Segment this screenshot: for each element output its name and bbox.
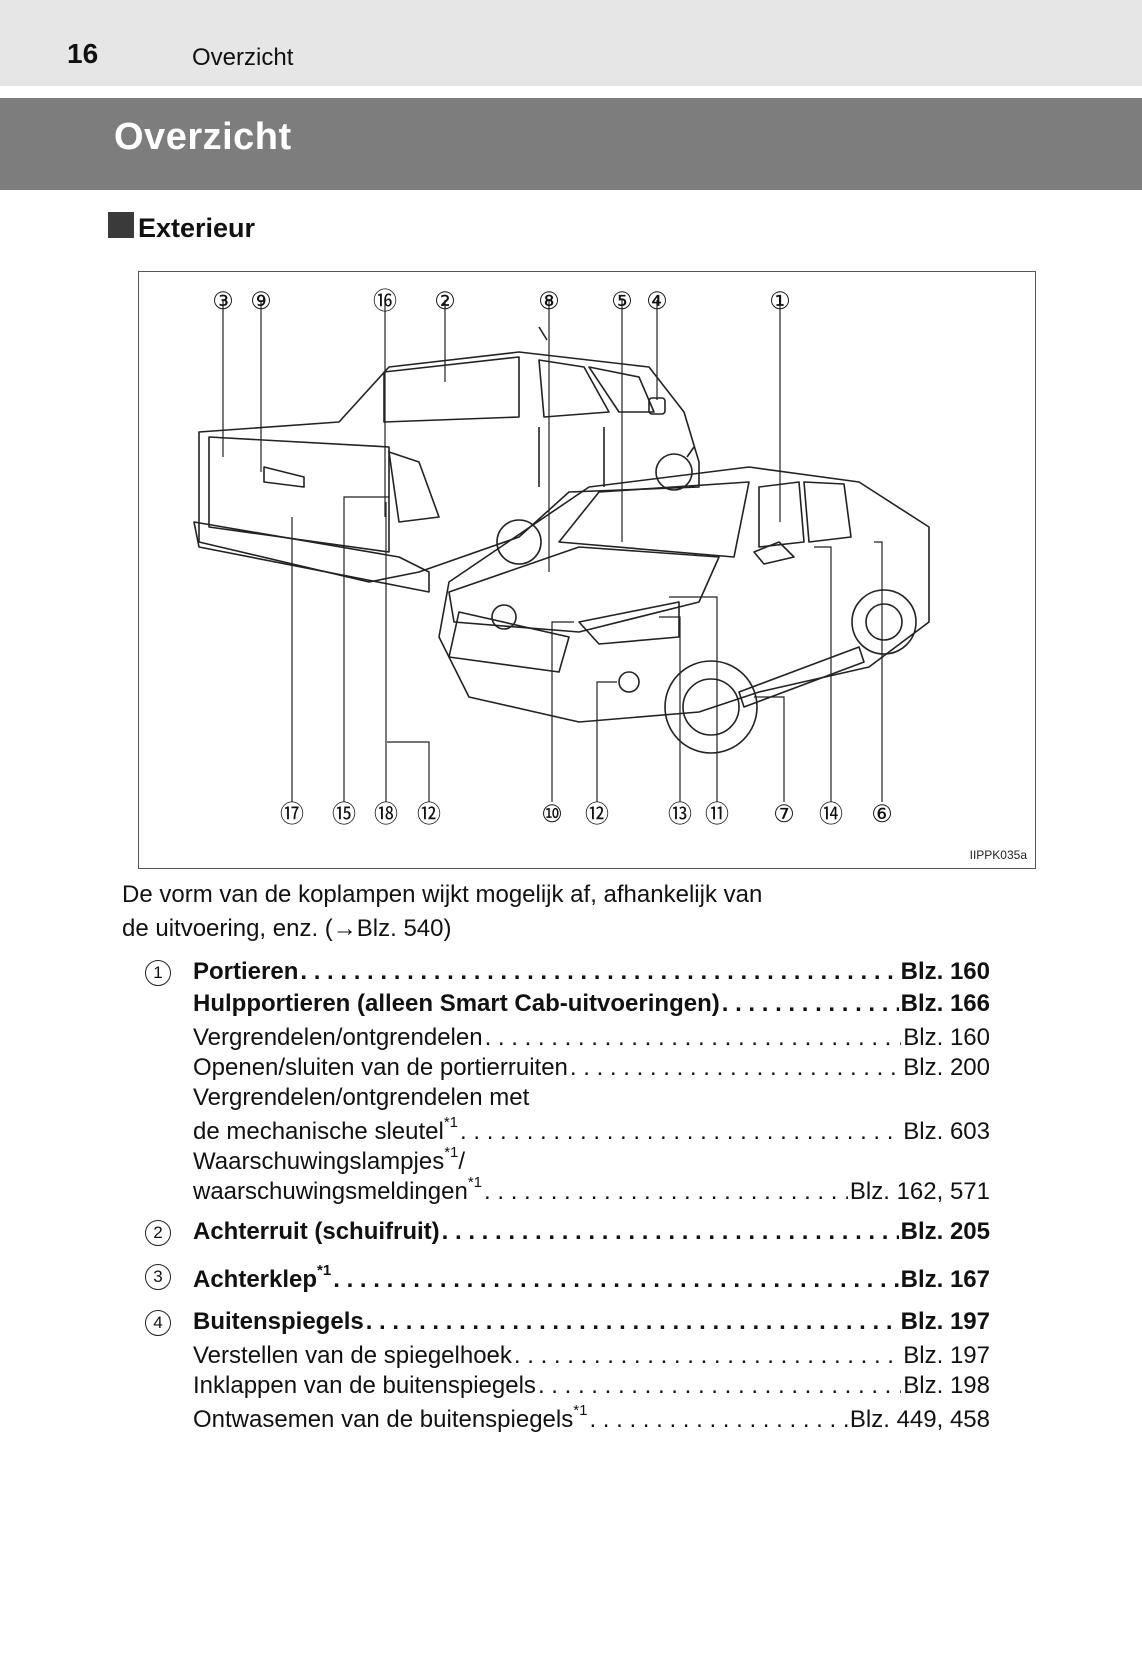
item-number: 2: [145, 1220, 171, 1246]
toc-line[interactable]: Vergrendelen/ontgrendelenBlz. 160: [193, 1024, 990, 1054]
headlight: [578, 601, 680, 645]
item-number: 1: [145, 960, 171, 986]
vehicle-drawing: ③ ⑨ ⑯ ② ⑧ ⑤ ④ ① ⑰ ⑮ ⑱ ⑫ ⑩ ⑫ ⑬ ⑪ ⑦ ⑭ ⑥: [193, 288, 930, 828]
rear-window: [383, 356, 520, 423]
callout-9: ⑨: [250, 288, 272, 315]
page-title: Overzicht: [114, 116, 292, 158]
page-ref: Blz. 197: [903, 1342, 990, 1369]
page-ref: Blz. 603: [903, 1118, 990, 1144]
callout-14: ⑭: [819, 801, 843, 828]
page-ref: Blz. 167: [900, 1266, 990, 1292]
callout-15: ⑮: [332, 801, 356, 828]
callout-13: ⑬: [668, 801, 692, 828]
page-header: [0, 0, 1142, 86]
callout-12a: ⑫: [417, 801, 441, 828]
page-ref: Blz. 160: [900, 958, 990, 985]
page-ref: Blz. 449, 458: [849, 1406, 990, 1432]
toc-line[interactable]: de mechanische sleutel*1Blz. 603: [193, 1114, 990, 1144]
title-bar: [0, 98, 1142, 190]
callout-6: ⑥: [871, 801, 893, 828]
tail-light: [388, 451, 440, 523]
page-ref: Blz. 198: [903, 1372, 990, 1399]
callout-4: ④: [646, 288, 668, 315]
toc-line-text: Waarschuwingslampjes*1/: [193, 1144, 466, 1175]
callout-12b: ⑫: [585, 801, 609, 828]
page-ref: Blz. 166: [900, 990, 990, 1017]
toc-line[interactable]: waarschuwingsmeldingen*1Blz. 162, 571: [193, 1174, 990, 1204]
section-title: Exterieur: [138, 213, 256, 243]
callout-2: ②: [434, 288, 456, 315]
rear-bumper: [193, 521, 430, 593]
item-number: 3: [145, 1264, 171, 1290]
toc-line[interactable]: PortierenBlz. 160: [193, 958, 990, 988]
toc-line[interactable]: Inklappen van de buitenspiegelsBlz. 198: [193, 1372, 990, 1402]
callout-10: ⑩: [541, 801, 563, 828]
running-title: Overzicht: [192, 44, 294, 71]
page-number: 16: [67, 38, 99, 69]
windshield: [558, 481, 750, 558]
toc-line[interactable]: Achterklep*1Blz. 167: [193, 1262, 990, 1292]
figure-code: IIPPK035a: [969, 848, 1027, 862]
rear-truck-body: [198, 351, 700, 583]
grille: [448, 611, 570, 673]
rear-wheel: [851, 589, 917, 655]
page-ref: Blz. 162, 571: [849, 1178, 990, 1204]
page-ref: Blz. 160: [903, 1024, 990, 1051]
tailgate: [208, 436, 390, 553]
page-ref: Blz. 197: [900, 1308, 990, 1335]
hood: [448, 546, 720, 633]
toc-line-text: Vergrendelen/ontgrendelen met: [193, 1084, 530, 1111]
toc-line[interactable]: Ontwasemen van de buitenspiegels*1Blz. 4…: [193, 1402, 990, 1432]
intro-line-1: De vorm van de koplampen wijkt mogelijk …: [122, 881, 763, 908]
toc-line[interactable]: Verstellen van de spiegelhoekBlz. 197: [193, 1342, 990, 1372]
toc-line[interactable]: Openen/sluiten van de portierruitenBlz. …: [193, 1054, 990, 1084]
callout-3: ③: [212, 288, 234, 315]
callout-7: ⑦: [773, 801, 795, 828]
front-wheel: [664, 660, 758, 754]
toc-line[interactable]: Hulpportieren (alleen Smart Cab-uitvoeri…: [193, 990, 990, 1020]
page-ref: Blz. 200: [903, 1054, 990, 1081]
callout-11: ⑪: [705, 801, 729, 828]
callout-8: ⑧: [538, 288, 560, 315]
exterior-illustration: ③ ⑨ ⑯ ② ⑧ ⑤ ④ ① ⑰ ⑮ ⑱ ⑫ ⑩ ⑫ ⑬ ⑪ ⑦ ⑭ ⑥ II…: [138, 271, 1036, 869]
intro-line-2: de uitvoering, enz. (→Blz. 540): [122, 915, 452, 942]
callout-1: ①: [769, 288, 791, 315]
page-ref: Blz. 205: [900, 1218, 990, 1245]
item-number: 4: [145, 1310, 171, 1336]
callout-16: ⑯: [373, 288, 397, 315]
front-truck-body: [438, 466, 930, 723]
section-marker: [108, 212, 134, 238]
toc-line[interactable]: Achterruit (schuifruit)Blz. 205: [193, 1218, 990, 1248]
callout-17: ⑰: [280, 801, 304, 828]
intro-text: De vorm van de koplampen wijkt mogelijk …: [122, 878, 922, 946]
callout-18: ⑱: [374, 801, 398, 828]
toc-line[interactable]: BuitenspiegelsBlz. 197: [193, 1308, 990, 1338]
callout-5: ⑤: [611, 288, 633, 315]
